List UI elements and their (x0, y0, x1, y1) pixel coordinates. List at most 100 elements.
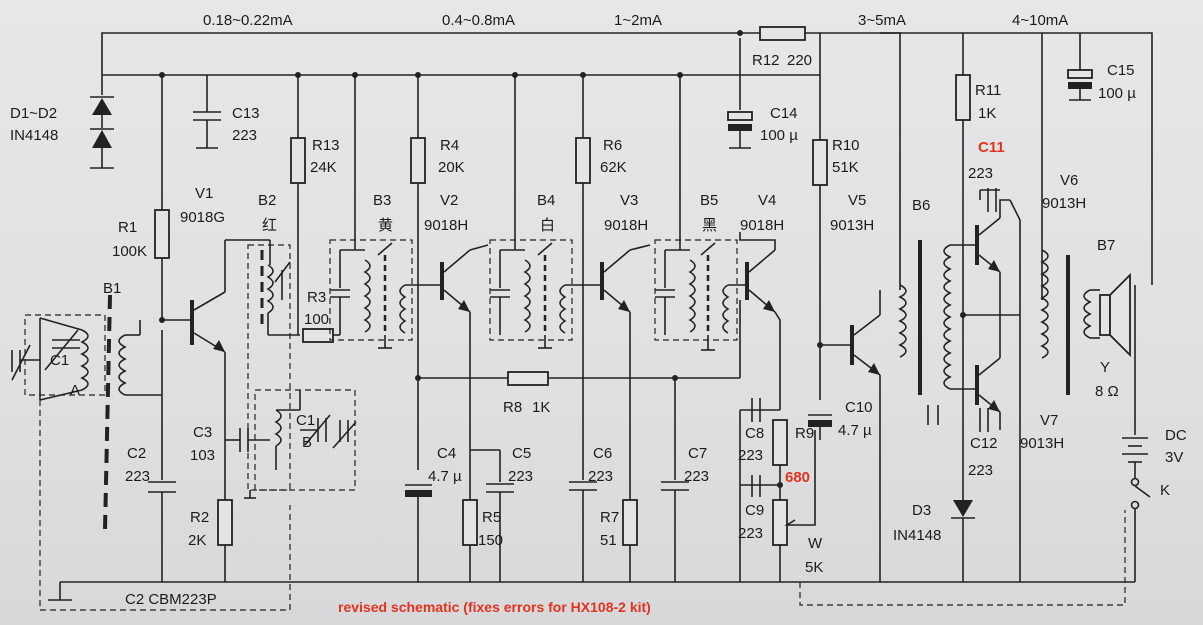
label-b5-color: 黑 (702, 217, 717, 234)
label-r8-value: 1K (532, 399, 550, 416)
label-r10: R10 (832, 137, 860, 154)
current-stage3: 1~2mA (614, 12, 662, 29)
label-r2-value: 2K (188, 532, 206, 549)
label-w: W (808, 535, 823, 552)
label-r4-value: 20K (438, 159, 465, 176)
component-labels: D1~D2 IN4148 C13 223 R1 100K V1 9018G B1… (10, 52, 1187, 608)
label-c5: C5 (512, 445, 531, 462)
label-v5-part: 9013H (830, 217, 874, 234)
label-dc: DC (1165, 427, 1187, 444)
label-c9: C9 (745, 502, 764, 519)
stage-b3 (290, 72, 440, 349)
label-y: Y (1100, 359, 1110, 376)
label-c14: C14 (770, 105, 798, 122)
label-v2-part: 9018H (424, 217, 468, 234)
label-v5: V5 (848, 192, 866, 209)
label-d1d2: D1~D2 (10, 105, 57, 122)
label-b7: B7 (1097, 237, 1115, 254)
label-c13: C13 (232, 105, 260, 122)
label-b4: B4 (537, 192, 555, 209)
label-r5: R5 (482, 509, 501, 526)
label-r1: R1 (118, 219, 137, 236)
label-r4: R4 (440, 137, 459, 154)
label-r11: R11 (975, 82, 1001, 99)
label-v7: V7 (1040, 412, 1058, 429)
current-stage5: 4~10mA (1012, 12, 1068, 29)
label-c10: C10 (845, 399, 873, 416)
label-c2-value: 223 (125, 468, 150, 485)
label-c12: C12 (970, 435, 998, 452)
label-c1b-section: B (302, 434, 312, 451)
label-c8-value: 223 (738, 447, 763, 464)
label-r13-value: 24K (310, 159, 337, 176)
label-b3: B3 (373, 192, 391, 209)
label-b4-color: 白 (540, 217, 555, 234)
output-b7-speaker (1040, 60, 1131, 395)
current-labels: 0.18~0.22mA 0.4~0.8mA 1~2mA 3~5mA 4~10mA (203, 12, 1068, 29)
label-c6: C6 (593, 445, 612, 462)
label-c2-cbm: C2 CBM223P (125, 591, 217, 608)
label-d1d2-part: IN4148 (10, 127, 58, 144)
label-r13: R13 (312, 137, 340, 154)
stage-v5 (759, 26, 1126, 606)
label-v3: V3 (620, 192, 638, 209)
transformer-b6 (898, 74, 975, 582)
label-c7: C7 (688, 445, 707, 462)
diodes-d1-d2 (90, 75, 114, 169)
label-c15-value: 100 µ (1098, 85, 1136, 102)
label-r6-value: 62K (600, 159, 627, 176)
stage-v1 (148, 72, 270, 582)
label-r8: R8 (503, 399, 522, 416)
label-c10-value: 4.7 µ (838, 422, 872, 439)
label-v4-part: 9018H (740, 217, 784, 234)
label-v6-part: 9013H (1042, 195, 1086, 212)
label-b3-color: 黄 (378, 217, 393, 234)
label-c4-value: 4.7 µ (428, 468, 462, 485)
label-b1: B1 (103, 280, 121, 297)
label-v7-part: 9013H (1020, 435, 1064, 452)
label-c4: C4 (437, 445, 456, 462)
label-c1a: C1 (50, 352, 69, 369)
label-d3: D3 (912, 502, 931, 519)
oscillator-b2-c1b (225, 240, 357, 499)
current-stage2: 0.4~0.8mA (442, 12, 515, 29)
label-b2: B2 (258, 192, 276, 209)
battery-switch (1122, 285, 1151, 582)
label-c7-value: 223 (684, 468, 709, 485)
label-c12-value: 223 (968, 462, 993, 479)
stage-v2 (405, 72, 740, 582)
label-c1a-section: A (70, 382, 80, 399)
label-c15: C15 (1107, 62, 1135, 79)
label-c11: C11 (978, 139, 1005, 156)
revision-note: revised schematic (fixes errors for HX10… (338, 599, 651, 615)
label-r5-value: 150 (478, 532, 503, 549)
antenna-b1-c1a (11, 294, 291, 611)
label-c5-value: 223 (508, 468, 533, 485)
label-c1b: C1 (296, 412, 315, 429)
stage-v3 (489, 72, 651, 582)
label-r11-value: 1K (978, 105, 996, 122)
label-r7-value: 51 (600, 532, 617, 549)
label-r6: R6 (603, 137, 622, 154)
label-c11-value: 223 (968, 165, 993, 182)
label-c8: C8 (745, 425, 764, 442)
label-d3-part: IN4148 (893, 527, 941, 544)
label-r3-value: 100 (304, 311, 329, 328)
label-c2: C2 (127, 445, 146, 462)
label-v1: V1 (195, 185, 213, 202)
label-r1-value: 100K (112, 243, 147, 260)
capacitor-c13 (193, 75, 221, 149)
label-r2: R2 (190, 509, 209, 526)
current-stage4: 3~5mA (858, 12, 906, 29)
label-r7: R7 (600, 509, 619, 526)
label-r12-value: 220 (787, 52, 812, 69)
push-pull-v6-v7 (963, 188, 1021, 582)
label-dc-value: 3V (1165, 449, 1183, 466)
stage-v4 (654, 30, 816, 582)
label-v6: V6 (1060, 172, 1078, 189)
label-v4: V4 (758, 192, 776, 209)
label-b6: B6 (912, 197, 930, 214)
label-b2-color: 红 (262, 217, 277, 234)
label-w-value: 5K (805, 559, 823, 576)
